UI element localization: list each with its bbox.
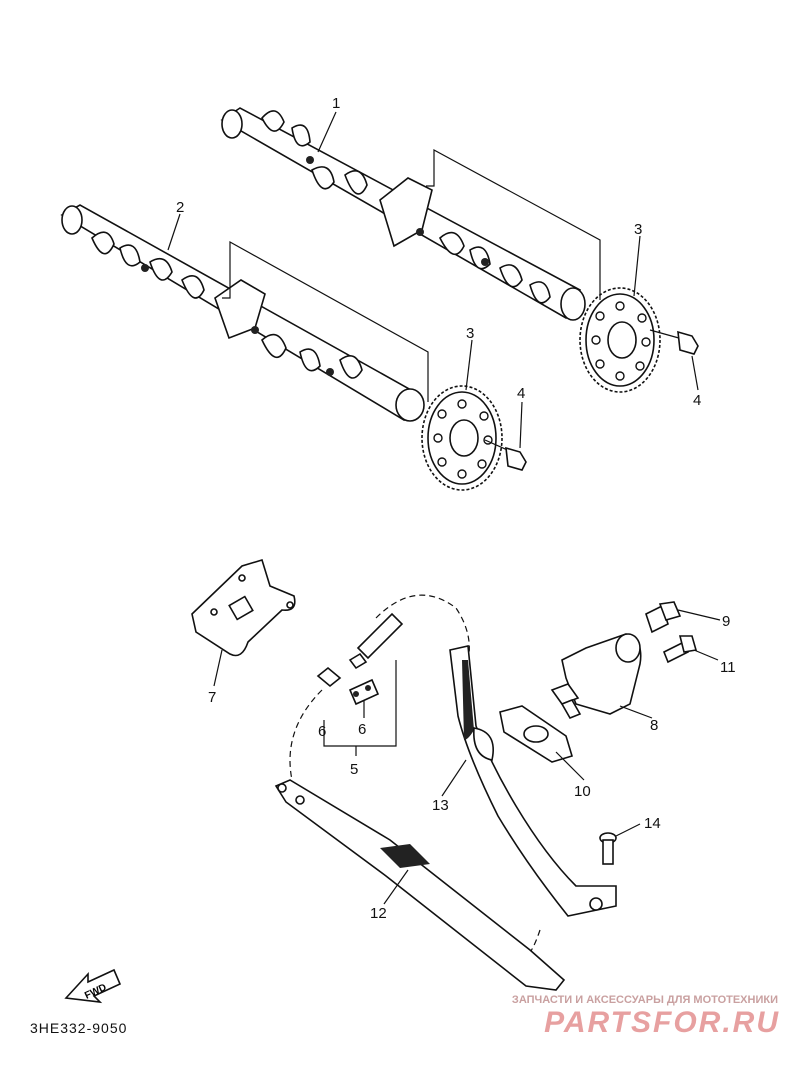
callout-8: 8 [650, 717, 658, 734]
cam-chain [289, 594, 541, 961]
chain-tensioner [550, 633, 642, 720]
sprocket-bolt-lower [484, 439, 527, 471]
callout-3-lower: 3 [466, 325, 474, 342]
callout-numbers: 1 2 3 3 4 4 5 6 6 7 8 9 10 11 12 13 14 [176, 95, 736, 922]
tensioner-gasket [499, 705, 573, 763]
callout-5: 5 [350, 761, 358, 778]
callout-4-lower: 4 [517, 385, 525, 402]
cam-sprocket-upper [579, 287, 661, 393]
chain-guide-exhaust-side [274, 779, 566, 991]
chain-joint-link [348, 678, 380, 706]
callout-12: 12 [370, 905, 387, 922]
watermark-logo: PARTSFOR.RU [544, 1006, 780, 1039]
diagram-code: 3HE332-9050 [30, 1020, 128, 1036]
callout-2: 2 [176, 199, 184, 216]
camshaft-1 [220, 107, 586, 321]
tensioner-bolt-11 [662, 635, 698, 664]
callout-11: 11 [720, 659, 736, 676]
assembly-lines [222, 148, 601, 402]
sprocket-bolt-upper [649, 329, 699, 355]
chain-guide-bolt [599, 832, 617, 865]
forward-arrow: FWD [64, 968, 122, 1004]
callout-leaders [167, 111, 721, 905]
chain-joint-plate [316, 666, 342, 688]
callout-13: 13 [432, 797, 449, 814]
callout-7: 7 [208, 689, 216, 706]
callout-1: 1 [332, 95, 340, 112]
camshaft-2 [60, 204, 425, 422]
watermark-tagline: ЗАПЧАСТИ И АКСЕССУАРЫ ДЛЯ МОТОТЕХНИКИ [511, 994, 778, 1006]
callout-14: 14 [644, 815, 661, 832]
chain-guide-tensioner-side [449, 645, 617, 917]
callout-9: 9 [722, 613, 730, 630]
callout-6-left: 6 [318, 723, 326, 740]
callout-6-right: 6 [358, 721, 366, 738]
callout-4-upper: 4 [693, 392, 701, 409]
chain-guide-upper [191, 559, 296, 657]
tensioner-bolt-9 [645, 601, 682, 634]
cam-sprocket-lower [421, 385, 503, 491]
callout-10: 10 [574, 783, 591, 800]
callout-3-upper: 3 [634, 221, 642, 238]
